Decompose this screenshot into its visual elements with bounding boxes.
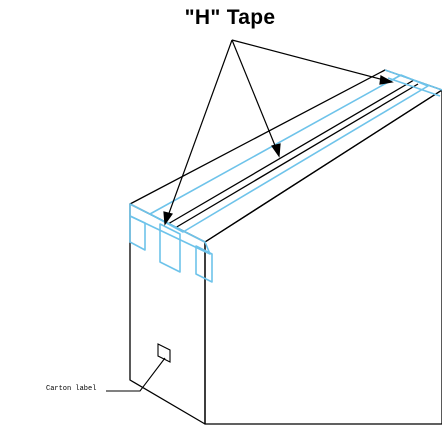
arrow-line-front (167, 39, 233, 217)
h-tape-left-corner (129, 215, 146, 251)
carton-side-face (204, 89, 442, 425)
carton-flap-seam (167, 79, 415, 225)
carton-label-leader (106, 357, 166, 392)
carton-label (106, 343, 171, 392)
h-tape-far-edge (384, 69, 442, 91)
carton-top-face (129, 69, 442, 243)
h-tape-far-edge-inner (387, 77, 441, 97)
carton-box (129, 69, 442, 425)
tape-pointer-arrows (163, 39, 394, 226)
arrow-head-far (379, 75, 394, 85)
h-tape-title: "H" Tape (184, 6, 276, 29)
h-tape-front-wrap (159, 223, 181, 273)
h-tape (129, 69, 442, 283)
arrow-head-middle (271, 143, 281, 158)
carton-label-box (157, 343, 171, 363)
h-tape-front-edge (129, 203, 211, 255)
arrow-head-front (163, 211, 173, 226)
h-tape-right-corner (195, 245, 213, 283)
carton-label-text: Carton label (46, 385, 97, 393)
arrow-line-far (231, 39, 385, 81)
carton-flap-seam-inner (174, 83, 419, 229)
arrow-line-middle (231, 39, 277, 149)
